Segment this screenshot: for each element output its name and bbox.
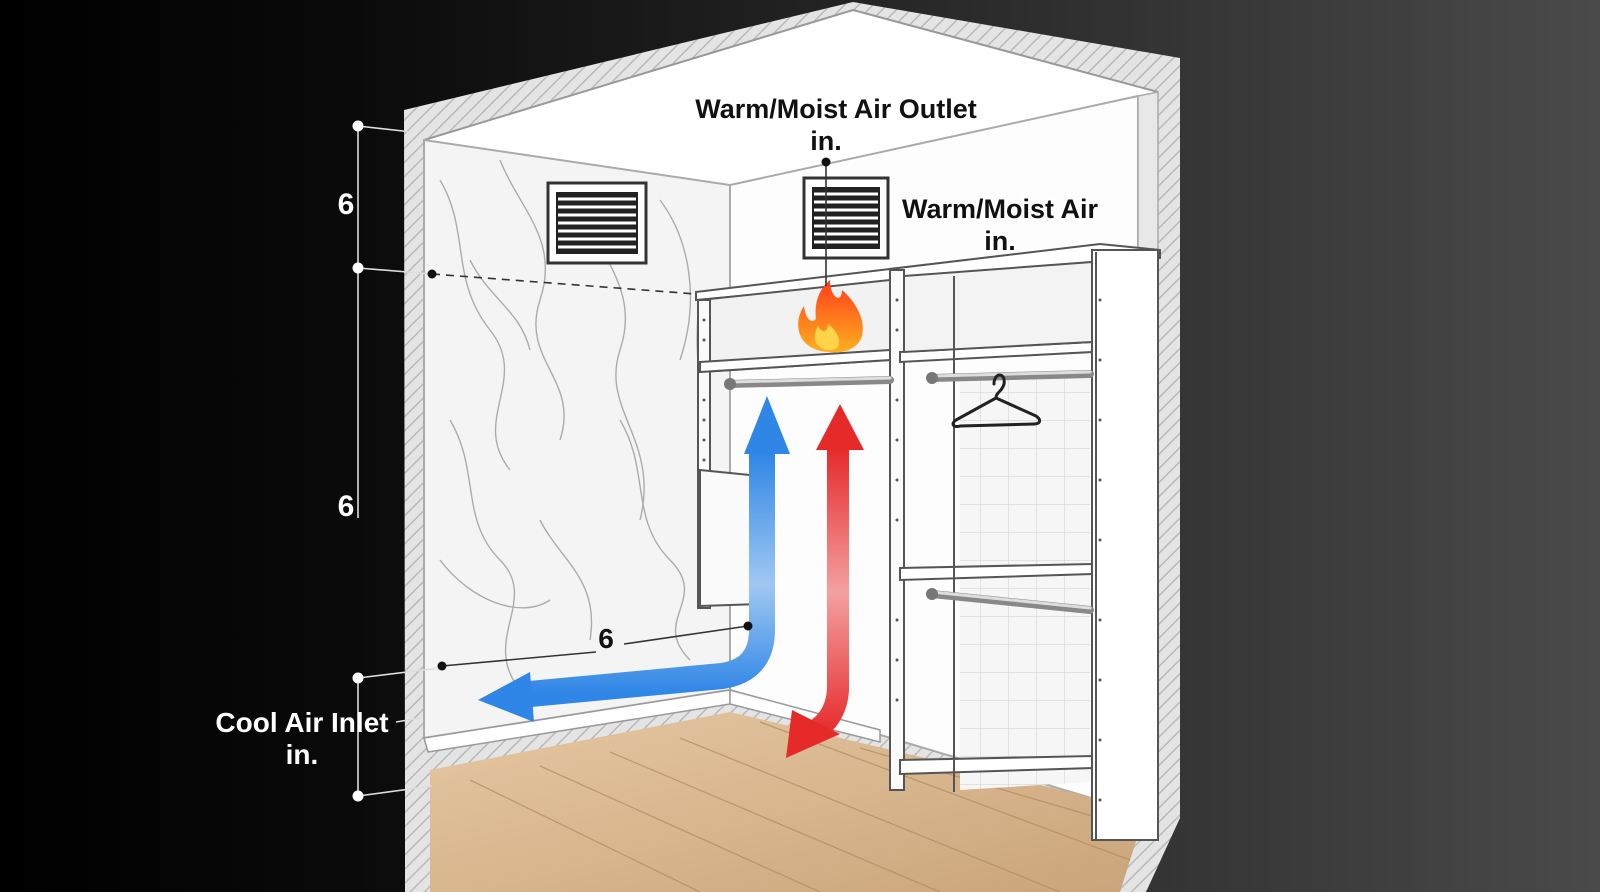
outlet-label-title: Warm/Moist Air Outlet xyxy=(695,94,977,124)
inlet-label-unit: in. xyxy=(286,739,319,770)
warm-air-label-title: Warm/Moist Air xyxy=(902,194,1099,224)
floor-boards xyxy=(469,721,1141,892)
warm-air-arrow xyxy=(786,404,864,758)
inlet-label-title: Cool Air Inlet xyxy=(215,707,388,738)
clothes-hanger-icon xyxy=(951,373,1042,428)
dimension-lower-vertical: 6 xyxy=(338,490,355,523)
hanging-rod-left xyxy=(724,376,894,390)
dimension-endpoints xyxy=(352,120,364,802)
dimension-upper-vertical: 6 xyxy=(338,188,355,221)
outlet-label-unit: in. xyxy=(810,126,842,156)
flame-icon xyxy=(798,280,863,353)
vent-grille-right-icon xyxy=(802,176,890,260)
dimension-horizontal: 6 xyxy=(598,623,614,654)
shelf-peg-holes xyxy=(702,298,1102,802)
ceiling xyxy=(424,10,1158,185)
cool-air-arrow xyxy=(478,396,790,722)
hanging-rod-right-upper xyxy=(926,370,1094,384)
vent-grille-left-icon xyxy=(546,181,648,265)
warm-air-label-unit: in. xyxy=(984,226,1016,256)
hanging-rod-right-lower xyxy=(926,588,1094,614)
dimension-lines xyxy=(357,125,441,797)
